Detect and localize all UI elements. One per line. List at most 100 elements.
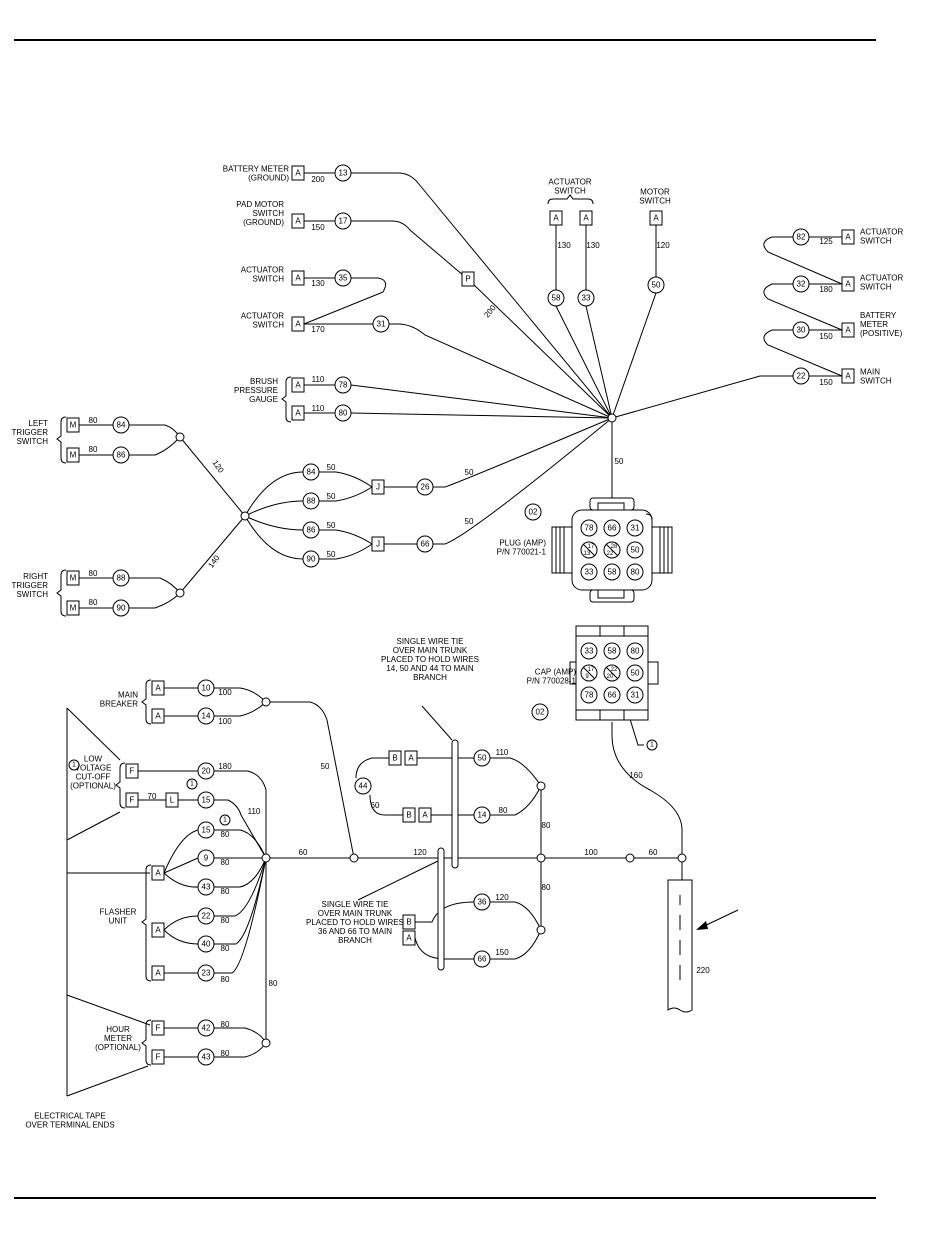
- svg-text:MAIN: MAIN: [860, 368, 880, 377]
- wire-length: 80: [269, 979, 278, 988]
- wire-length: 120: [656, 241, 670, 250]
- svg-text:HOUR: HOUR: [106, 1025, 130, 1034]
- wire-length: 50: [465, 517, 474, 526]
- svg-text:26: 26: [421, 483, 430, 492]
- svg-text:43: 43: [202, 883, 211, 892]
- terminal-box: F: [125, 763, 139, 779]
- svg-text:(OPTIONAL): (OPTIONAL): [95, 1043, 141, 1052]
- svg-text:SWITCH: SWITCH: [860, 377, 892, 386]
- wire-number: 17: [334, 212, 352, 230]
- svg-text:A: A: [845, 372, 851, 381]
- wire-length: 50: [327, 492, 336, 501]
- svg-text:B: B: [392, 754, 397, 763]
- svg-text:66: 66: [421, 540, 430, 549]
- svg-text:A: A: [845, 233, 851, 242]
- wire-length: 80: [221, 887, 230, 896]
- svg-text:(GROUND): (GROUND): [243, 218, 284, 227]
- svg-text:17: 17: [588, 544, 595, 550]
- wire-length: 200: [311, 175, 325, 184]
- svg-text:ACTUATOR: ACTUATOR: [241, 266, 284, 275]
- terminal-box: A: [291, 405, 305, 421]
- svg-text:P/N 770028-1: P/N 770028-1: [527, 677, 577, 686]
- wire-length: 220: [696, 966, 710, 975]
- svg-text:M: M: [70, 604, 77, 613]
- svg-text:A: A: [653, 214, 659, 223]
- svg-text:15: 15: [202, 826, 211, 835]
- terminal-box: F: [125, 792, 139, 808]
- svg-text:CUT-OFF: CUT-OFF: [76, 773, 111, 782]
- svg-text:14: 14: [478, 811, 487, 820]
- connector-pin: 58: [603, 642, 621, 660]
- svg-text:31: 31: [377, 320, 386, 329]
- wire-number: 88: [302, 492, 320, 510]
- connector-pin: 58: [603, 563, 621, 581]
- wire-number: 80: [334, 404, 352, 422]
- svg-text:90: 90: [117, 604, 126, 613]
- terminal-box: A: [151, 922, 165, 938]
- svg-text:PAD MOTOR: PAD MOTOR: [236, 200, 284, 209]
- svg-text:SWITCH: SWITCH: [16, 437, 48, 446]
- connector-pin: 33: [580, 642, 598, 660]
- wire-length: 150: [819, 378, 833, 387]
- wire-number: 14: [197, 707, 215, 725]
- connector-pin: 80: [626, 563, 644, 581]
- terminal-box: A: [291, 213, 305, 229]
- svg-text:20: 20: [202, 767, 211, 776]
- wire-length: 80: [89, 598, 98, 607]
- junction-points: [175, 413, 687, 1048]
- svg-text:TRIGGER: TRIGGER: [12, 428, 49, 437]
- terminal-box: A: [649, 210, 663, 226]
- connector-pin: 50: [626, 541, 644, 559]
- terminal-box: A: [841, 322, 855, 338]
- wire-length: 160: [629, 771, 643, 780]
- svg-text:UNIT: UNIT: [109, 917, 128, 926]
- terminal-box: M: [66, 570, 80, 586]
- terminal-box: A: [151, 708, 165, 724]
- svg-text:SWITCH: SWITCH: [860, 283, 892, 292]
- svg-text:58: 58: [608, 568, 617, 577]
- wire-length: 180: [819, 285, 833, 294]
- svg-text:31: 31: [631, 524, 640, 533]
- connector-pin: 31: [626, 686, 644, 704]
- svg-text:50: 50: [652, 281, 661, 290]
- svg-text:78: 78: [585, 524, 594, 533]
- svg-text:50: 50: [631, 546, 640, 555]
- wire-length: 150: [311, 223, 325, 232]
- svg-text:SWITCH: SWITCH: [252, 209, 284, 218]
- svg-text:42: 42: [202, 1024, 211, 1033]
- svg-text:ELECTRICAL TAPE: ELECTRICAL TAPE: [34, 1112, 105, 1121]
- terminal-box: A: [291, 165, 305, 181]
- wire-number: 36: [473, 893, 491, 911]
- svg-text:84: 84: [307, 468, 316, 477]
- connector-pin: 78: [580, 686, 598, 704]
- wire-length: 80: [542, 883, 551, 892]
- wire-number: 78: [334, 376, 352, 394]
- svg-text:66: 66: [478, 955, 487, 964]
- svg-text:A: A: [406, 934, 412, 943]
- svg-text:MOTOR: MOTOR: [640, 188, 670, 197]
- wire-number: 33: [577, 289, 595, 307]
- wire-number: 02: [531, 703, 549, 721]
- wire-number: 9: [197, 849, 215, 867]
- svg-text:MAIN: MAIN: [118, 691, 138, 700]
- svg-text:F: F: [130, 767, 135, 776]
- wire-length: 80: [499, 806, 508, 815]
- svg-text:A: A: [583, 214, 589, 223]
- svg-text:(OPTIONAL): (OPTIONAL): [70, 782, 116, 791]
- wire-tie-upper: [451, 739, 459, 869]
- svg-text:FLASHER: FLASHER: [100, 908, 137, 917]
- wire-number: 15: [197, 821, 215, 839]
- svg-text:P/N 770021-1: P/N 770021-1: [497, 548, 547, 557]
- svg-text:43: 43: [202, 1053, 211, 1062]
- svg-text:ACTUATOR: ACTUATOR: [241, 312, 284, 321]
- svg-text:A: A: [295, 169, 301, 178]
